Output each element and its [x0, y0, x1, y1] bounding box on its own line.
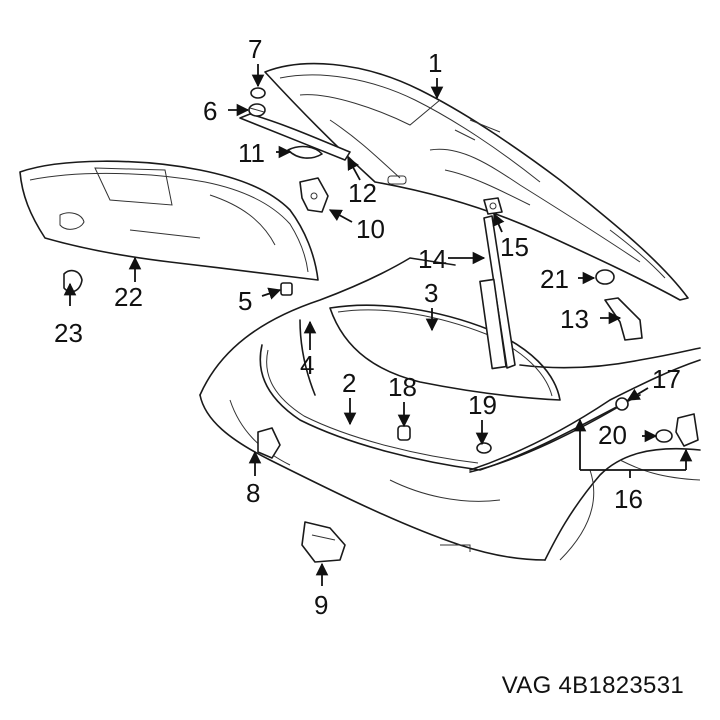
seal-loop: [329, 304, 561, 401]
grommet-20: [655, 429, 673, 443]
callout-2: 2: [342, 368, 356, 398]
release-cable: [469, 359, 701, 471]
release-lever-13: [604, 297, 643, 341]
clip-5: [280, 282, 293, 296]
callout-22: 22: [114, 282, 143, 312]
callout-16: 16: [614, 484, 643, 514]
callout-7: 7: [248, 34, 262, 64]
strut-bracket: [483, 197, 503, 215]
callout-3: 3: [424, 278, 438, 308]
callout-6: 6: [203, 96, 217, 126]
callout-8: 8: [246, 478, 260, 508]
hood-insulation-pad: [19, 160, 319, 281]
callout-18: 18: [388, 372, 417, 402]
lower-seal: [259, 344, 641, 473]
clip-23: [63, 269, 83, 293]
callout-21: 21: [540, 264, 569, 294]
callout-15: 15: [500, 232, 529, 262]
callout-1: 1: [428, 48, 442, 78]
callout-19: 19: [468, 390, 497, 420]
leader-lines: [63, 64, 693, 586]
callout-11: 11: [238, 138, 265, 168]
clip-7: [250, 87, 266, 99]
part-number-caption: VAG 4B1823531: [501, 672, 684, 699]
callout-20: 20: [598, 420, 627, 450]
handle-9: [301, 521, 346, 563]
callout-17: 17: [652, 364, 681, 394]
callout-9: 9: [314, 590, 328, 620]
callout-13: 13: [560, 304, 589, 334]
latch-16: [675, 413, 699, 447]
callout-4: 4: [300, 350, 314, 380]
seal-strip-4: [299, 319, 316, 396]
clip-19: [476, 442, 492, 454]
buffer-21: [595, 269, 615, 285]
vehicle-body: [199, 257, 701, 561]
bumper-stop-6: [248, 103, 266, 117]
callout-14: 14: [418, 244, 447, 274]
callout-10: 10: [356, 214, 385, 244]
callout-5: 5: [238, 286, 252, 316]
callout-labels: 1 2 3 4 5 6 7 8 9 10 11 12 13 14 15 16 1…: [54, 34, 681, 620]
callout-23: 23: [54, 318, 83, 348]
callout-12: 12: [348, 178, 377, 208]
clip-18: [397, 425, 411, 441]
hinge-10: [299, 177, 329, 213]
latch-8: [257, 427, 281, 459]
hood-panel: [264, 62, 689, 301]
seal-strip-11: [239, 113, 351, 161]
gas-strut: [479, 215, 516, 370]
